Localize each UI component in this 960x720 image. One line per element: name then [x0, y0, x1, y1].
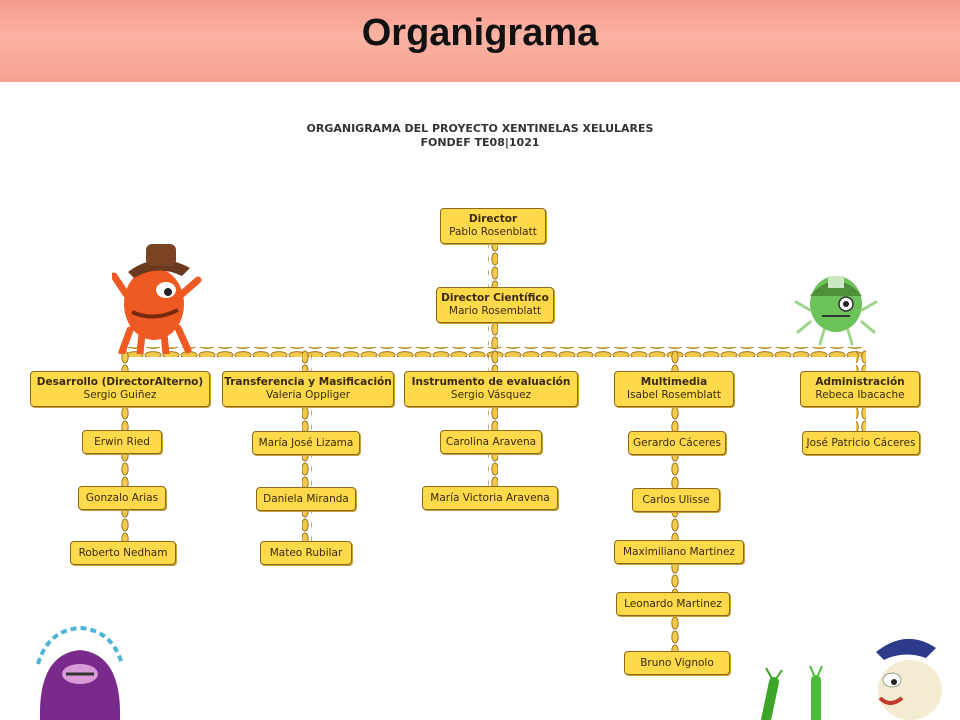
orange-detective-creature-illustration [112, 244, 202, 354]
node-member: Carolina Aravena [440, 430, 542, 454]
node-member: María Victoria Aravena [422, 486, 558, 510]
slide-header: Organigrama [0, 0, 960, 82]
node-person: Mario Rosemblatt [448, 305, 542, 317]
node-person: Isabel Rosemblatt [626, 389, 722, 401]
node-member: Bruno Vignolo [624, 651, 730, 675]
node-member: Gonzalo Arias [78, 486, 166, 510]
org-chart-title-line2: FONDEF TE08|1021 [420, 136, 540, 149]
org-chart-title: ORGANIGRAMA DEL PROYECTO XENTINELAS XELU… [260, 122, 700, 150]
node-member: María José Lizama [252, 431, 360, 455]
node-member: Carlos Ulisse [632, 488, 720, 512]
node-role: Desarrollo (DirectorAlterno) [36, 376, 204, 388]
green-insect-creatures-illustration [761, 665, 823, 720]
node-scientific-director: Director Científico Mario Rosemblatt [436, 287, 554, 323]
node-member: Gerardo Cáceres [628, 431, 726, 455]
node-department-multimedia: Multimedia Isabel Rosemblatt [614, 371, 734, 407]
node-role: Director [468, 213, 518, 225]
node-person: Sergio Vásquez [450, 389, 532, 401]
purple-creature-illustration [36, 625, 124, 720]
node-member: José Patricio Cáceres [802, 431, 920, 455]
node-person: Rebeca Ibacache [815, 389, 905, 401]
node-role: Director Científico [441, 292, 549, 304]
node-member: Leonardo Martinez [616, 592, 730, 616]
node-member: Mateo Rubilar [260, 541, 352, 565]
node-member: Daniela Miranda [256, 487, 356, 511]
node-department-administracion: Administración Rebeca Ibacache [800, 371, 920, 407]
node-role: Transferencia y Masificación [224, 376, 392, 388]
node-person: Sergio Guiñez [83, 389, 157, 401]
node-person: Valeria Oppliger [265, 389, 351, 401]
org-chart-title-line1: ORGANIGRAMA DEL PROYECTO XENTINELAS XELU… [306, 122, 654, 135]
node-member: Roberto Nedham [70, 541, 176, 565]
police-cap-creature-illustration [876, 638, 942, 720]
node-department-instrumento: Instrumento de evaluación Sergio Vásquez [404, 371, 578, 407]
node-department-transferencia: Transferencia y Masificación Valeria Opp… [222, 371, 394, 407]
node-member: Maximiliano Martinez [614, 540, 744, 564]
node-role: Multimedia [640, 376, 708, 388]
slide-title: Organigrama [361, 12, 599, 54]
node-member: Erwin Ried [82, 430, 162, 454]
node-director: Director Pablo Rosenblatt [440, 208, 546, 244]
node-role: Administración [815, 376, 905, 388]
node-person: Pablo Rosenblatt [449, 226, 537, 238]
node-department-desarrollo: Desarrollo (DirectorAlterno) Sergio Guiñ… [30, 371, 210, 407]
node-role: Instrumento de evaluación [411, 376, 571, 388]
green-helmet-creature-illustration [794, 276, 878, 346]
